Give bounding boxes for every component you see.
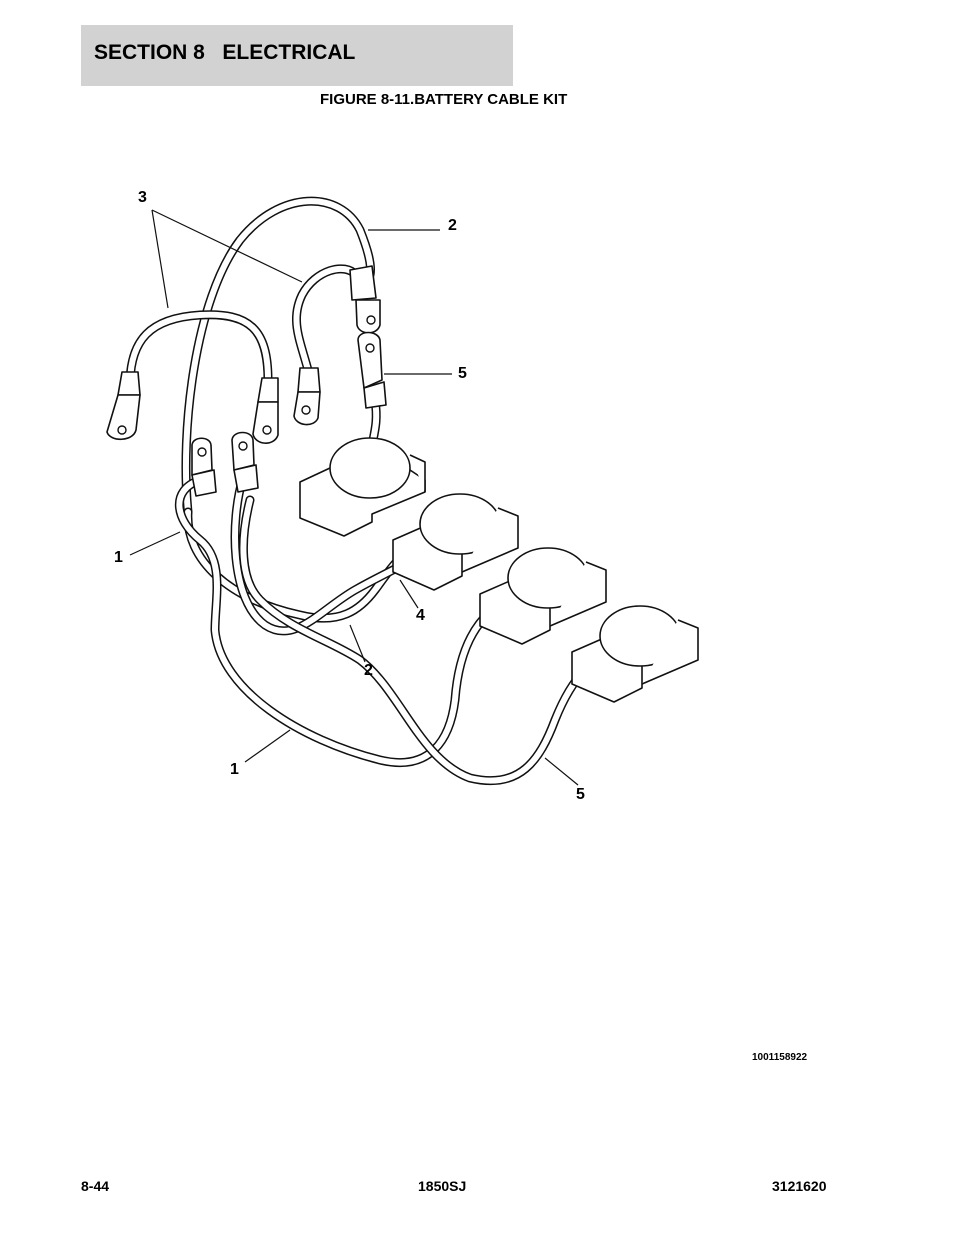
ring-terminal bbox=[252, 377, 279, 444]
cable-1 bbox=[174, 475, 495, 767]
callout-4: 4 bbox=[416, 607, 425, 624]
battery-connector bbox=[571, 605, 699, 703]
callout-5: 5 bbox=[458, 365, 467, 382]
page-number: 8-44 bbox=[81, 1178, 110, 1194]
model-name: 1850SJ bbox=[418, 1178, 467, 1194]
ring-terminal bbox=[357, 331, 387, 409]
cable-3-right bbox=[291, 264, 361, 375]
callout-5: 5 bbox=[576, 786, 585, 803]
drawing-id: 1001158922 bbox=[752, 1052, 808, 1063]
cable-3-left bbox=[125, 310, 273, 390]
callout-1: 1 bbox=[114, 549, 123, 566]
manual-number: 3121620 bbox=[772, 1178, 827, 1194]
battery-connector bbox=[299, 437, 426, 537]
callout-1: 1 bbox=[230, 761, 239, 778]
ring-terminal bbox=[231, 431, 259, 493]
callout-3: 3 bbox=[138, 189, 147, 206]
section-header: SECTION 8 ELECTRICAL bbox=[81, 25, 513, 86]
ring-terminal bbox=[191, 437, 217, 497]
battery-connector bbox=[479, 547, 607, 645]
ring-terminal bbox=[349, 265, 381, 334]
section-title: SECTION 8 ELECTRICAL bbox=[94, 41, 356, 64]
leader-lines bbox=[129, 209, 579, 786]
cable-4 bbox=[230, 473, 413, 636]
callout-2: 2 bbox=[364, 662, 373, 679]
ring-terminal bbox=[106, 371, 141, 441]
figure-title: FIGURE 8-11.BATTERY CABLE KIT bbox=[320, 91, 568, 108]
callout-2: 2 bbox=[448, 217, 457, 234]
ring-terminal bbox=[293, 367, 321, 426]
battery-connector bbox=[392, 493, 519, 591]
